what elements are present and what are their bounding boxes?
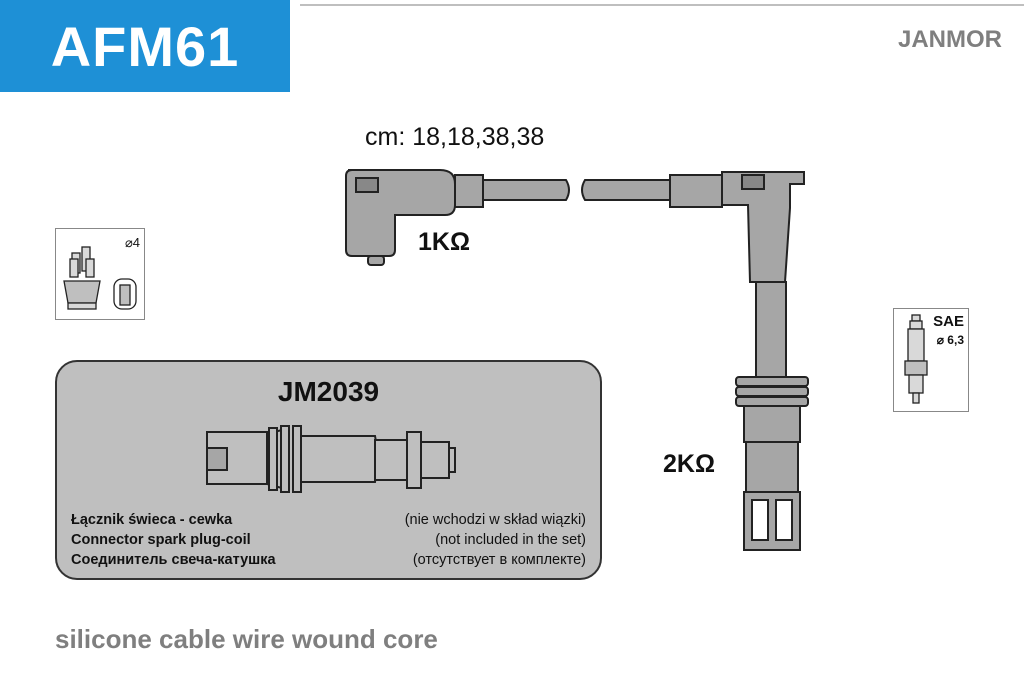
distributor-cap-icon-box: ⌀4 — [55, 228, 145, 320]
resistance-coil-end: 1KΩ — [418, 228, 471, 256]
plug-boot-rib — [735, 386, 809, 397]
connector-note-en-name: Connector spark plug-coil — [71, 532, 251, 548]
plug-boot-body — [743, 405, 801, 443]
connector-kit-panel: JM2039 Łącznik świeca - cewka (nie wchod… — [55, 360, 602, 580]
cable-segment-right — [581, 179, 671, 201]
part-number-badge: AFM61 — [0, 0, 290, 92]
terminal-diameter-label: ⌀4 — [124, 235, 140, 250]
connector-note-ru-name: Соединитель свеча-катушка — [71, 552, 276, 568]
connector-drawing — [206, 425, 456, 493]
connector-note-ru: Соединитель свеча-катушка (отсутствует в… — [71, 552, 586, 568]
spark-plug-icon — [904, 314, 928, 404]
plug-boot-rib — [735, 376, 809, 387]
connector-note-pl-name: Łącznik świeca - cewka — [71, 512, 233, 528]
connector-note-en: Connector spark plug-coil (not included … — [71, 532, 586, 548]
plug-boot-terminal-slot — [751, 499, 769, 541]
header-divider — [300, 4, 1024, 6]
connector-code: JM2039 — [277, 376, 380, 407]
plug-boot-sleeve — [669, 174, 723, 208]
cable-lengths: cm: 18,18,38,38 — [365, 123, 545, 151]
coil-boot-slot — [355, 177, 379, 193]
terminal-diameter-label: ⌀ 6,3 — [936, 333, 964, 347]
plug-boot-stem — [755, 281, 787, 378]
plug-boot-terminal-slot — [775, 499, 793, 541]
connector-note-en-detail: (not included in the set) — [435, 532, 586, 548]
part-number: AFM61 — [50, 14, 240, 78]
cable-description: silicone cable wire wound core — [55, 624, 438, 654]
spark-plug-icon-box: SAE ⌀ 6,3 — [893, 308, 969, 412]
plug-boot-terminal-housing — [745, 441, 799, 493]
brand-name: JANMOR — [897, 26, 1002, 53]
distributor-cap-icon — [63, 246, 137, 310]
coil-boot-pin — [367, 255, 385, 266]
coil-boot-sleeve — [454, 174, 484, 208]
plug-boot-elbow — [721, 171, 805, 283]
connector-note-ru-detail: (отсутствует в комплекте) — [412, 552, 586, 568]
cable-segment-left — [482, 179, 570, 201]
resistance-plug-end: 2KΩ — [663, 450, 716, 478]
connector-note-pl: Łącznik świeca - cewka (nie wchodzi w sk… — [71, 512, 586, 528]
terminal-standard-label: SAE — [933, 313, 964, 330]
connector-note-pl-detail: (nie wchodzi w skład wiązki) — [404, 512, 586, 528]
plug-boot-rib — [735, 396, 809, 407]
plug-boot-collar — [741, 174, 765, 190]
